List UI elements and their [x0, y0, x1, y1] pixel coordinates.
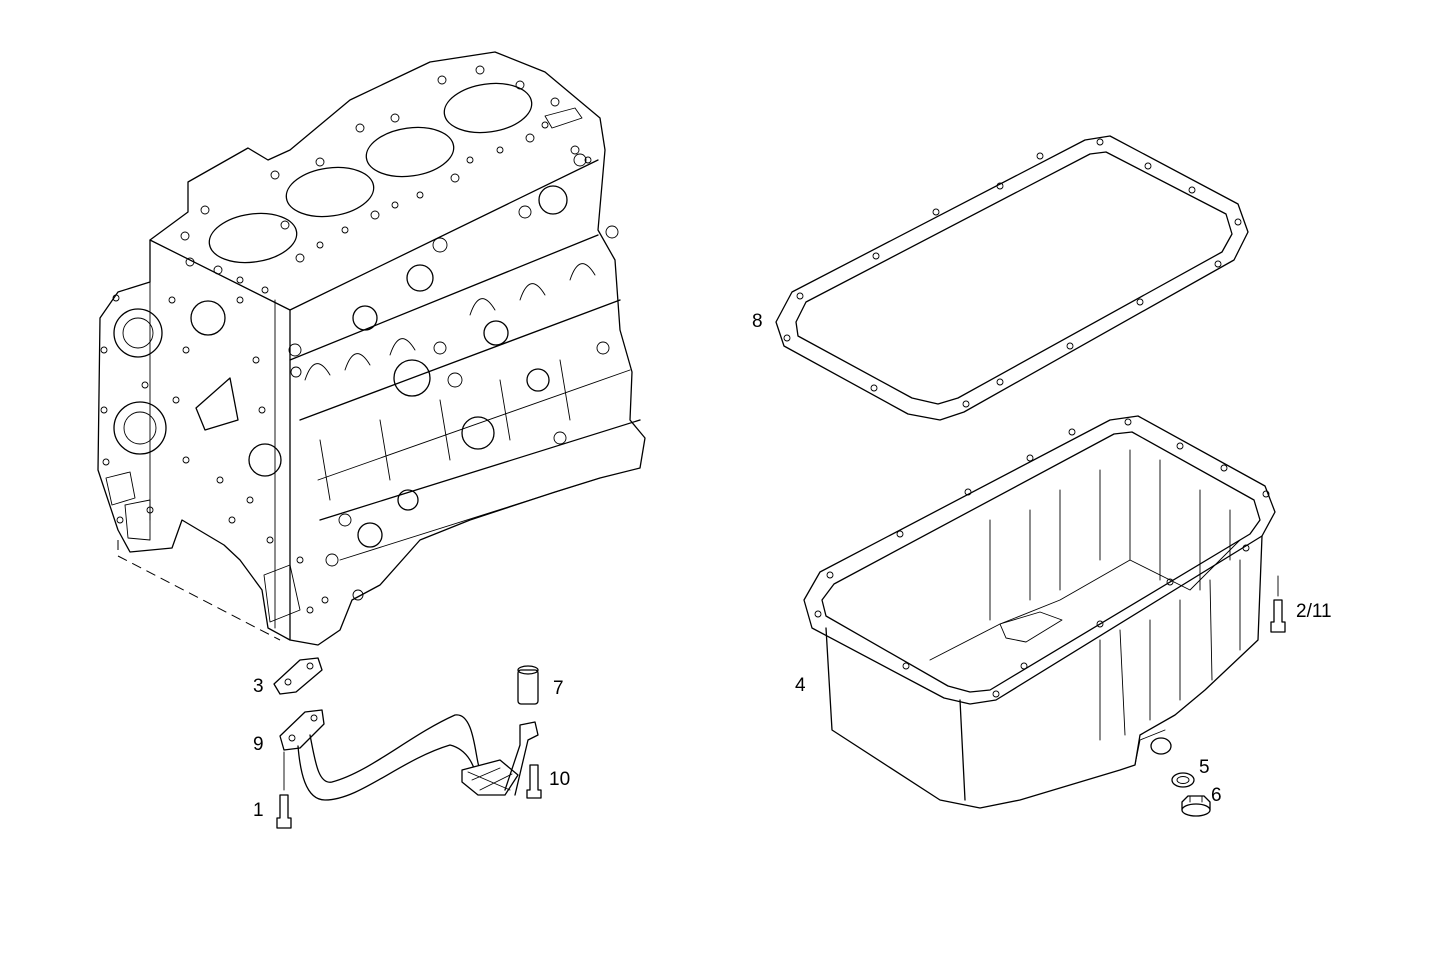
callout-3: 3: [253, 676, 264, 697]
oil-pan: [803, 415, 1276, 809]
callout-10: 10: [549, 769, 570, 790]
callout-2-11: 2/11: [1296, 601, 1332, 622]
pickup-gasket: [273, 657, 323, 695]
callout-4: 4: [795, 675, 806, 696]
pickup-flange: [279, 709, 325, 751]
assembly-dashed-line: [117, 540, 281, 641]
pickup-strainer: [461, 759, 519, 796]
callout-8: 8: [752, 311, 763, 332]
pickup-pipe: [297, 714, 481, 801]
spacer-sleeve: [517, 669, 539, 705]
pipe-screw: [276, 794, 292, 829]
callout-1: 1: [253, 800, 264, 821]
callout-5: 5: [1199, 757, 1210, 778]
engine-block: [97, 51, 646, 646]
oil-pan-gasket: [775, 135, 1249, 421]
drain-seal-ring: [1171, 772, 1195, 788]
callout-7: 7: [553, 678, 564, 699]
pickup-bracket: [504, 721, 539, 796]
callout-6: 6: [1211, 785, 1222, 806]
oil-pickup-parts: [273, 657, 542, 829]
bracket-screw: [526, 764, 542, 799]
callout-9: 9: [253, 734, 264, 755]
pan-screw: [1270, 599, 1286, 633]
